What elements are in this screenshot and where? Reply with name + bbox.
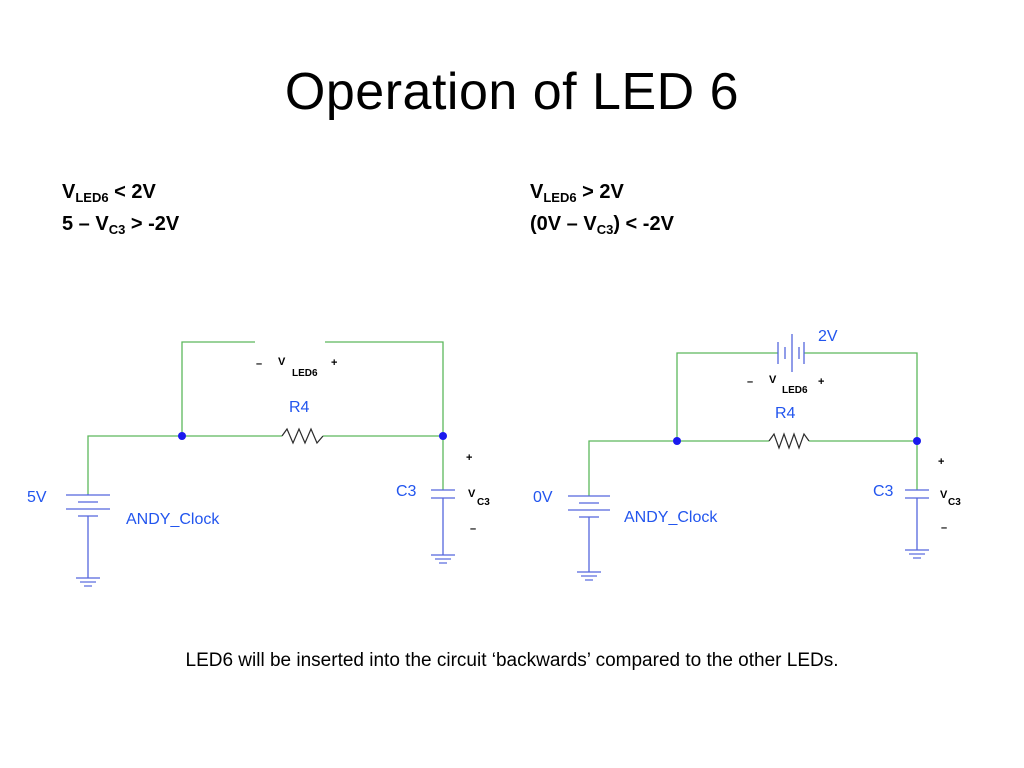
left-resistor-label: R4 (289, 399, 310, 416)
right-conditions: VLED6 > 2V (0V – VC3) < -2V (530, 176, 674, 240)
cond-subscript: C3 (108, 222, 126, 237)
right-source-ground-icon (577, 571, 601, 581)
left-source-ground-icon (76, 577, 100, 587)
left-capacitor (431, 489, 455, 555)
right-vled-minus: – (747, 376, 753, 388)
slide-caption: LED6 will be inserted into the circuit ‘… (185, 650, 839, 671)
right-condition-1: VLED6 > 2V (530, 176, 674, 208)
right-vc3-subscript: C3 (948, 497, 961, 508)
right-voltage-source (568, 495, 610, 572)
cond-text: > -2V (125, 213, 180, 235)
right-cap-ground-icon (905, 549, 929, 559)
right-source-label: 0V (533, 489, 553, 506)
right-circuit: 2V – V LED6 + R4 0V ANDY_Clock C3 + V C3… (533, 328, 961, 581)
right-node-dot (673, 437, 681, 445)
right-condition-2: (0V – VC3) < -2V (530, 208, 674, 240)
right-vc3-plus: + (938, 456, 944, 468)
right-resistor-label: R4 (775, 405, 796, 422)
left-conditions: VLED6 < 2V 5 – VC3 > -2V (62, 176, 179, 240)
left-vc3-subscript: C3 (477, 497, 490, 508)
left-vled-subscript: LED6 (292, 368, 318, 379)
left-condition-1: VLED6 < 2V (62, 176, 179, 208)
cond-subscript: LED6 (75, 190, 109, 205)
right-vled-subscript: LED6 (782, 385, 808, 396)
left-node-dot (439, 432, 447, 440)
right-resistor (768, 432, 810, 450)
left-circuit: – V LED6 + R4 5V ANDY_Clock C3 + V C3 – (27, 341, 490, 587)
left-node-dot (178, 432, 186, 440)
left-source-name: ANDY_Clock (126, 511, 220, 528)
right-node-dot (913, 437, 921, 445)
left-vc3-plus: + (466, 452, 472, 464)
left-wires (87, 341, 444, 494)
right-vc3-minus: – (941, 522, 947, 534)
left-vled-minus: – (256, 358, 262, 370)
cond-text: ) < -2V (613, 213, 674, 235)
left-cap-label: C3 (396, 483, 417, 500)
cond-text: < 2V (108, 181, 156, 203)
right-wires (588, 352, 918, 496)
slide-title: Operation of LED 6 (284, 63, 740, 121)
right-capacitor (905, 489, 929, 550)
left-vc3-minus: – (470, 523, 476, 535)
left-cap-ground-icon (431, 554, 455, 564)
cond-text: 5 – V (62, 213, 109, 235)
left-vled-plus: + (331, 357, 337, 369)
right-cap-label: C3 (873, 483, 894, 500)
right-vled-v: V (769, 374, 777, 386)
cond-subscript: LED6 (543, 190, 577, 205)
left-condition-2: 5 – VC3 > -2V (62, 208, 179, 240)
right-source-name: ANDY_Clock (624, 509, 718, 526)
left-resistor (281, 427, 324, 445)
cond-text: V (530, 181, 544, 203)
right-battery-icon (777, 334, 805, 372)
left-vled-v: V (278, 356, 286, 368)
right-battery-label: 2V (818, 328, 838, 345)
left-voltage-source (66, 494, 110, 578)
cond-text: > 2V (576, 181, 624, 203)
right-vled-plus: + (818, 376, 824, 388)
cond-text: (0V – V (530, 213, 597, 235)
cond-subscript: C3 (596, 222, 614, 237)
left-vc3-v: V (468, 488, 476, 500)
left-source-label: 5V (27, 489, 47, 506)
cond-text: V (62, 181, 76, 203)
right-vc3-v: V (940, 489, 948, 501)
